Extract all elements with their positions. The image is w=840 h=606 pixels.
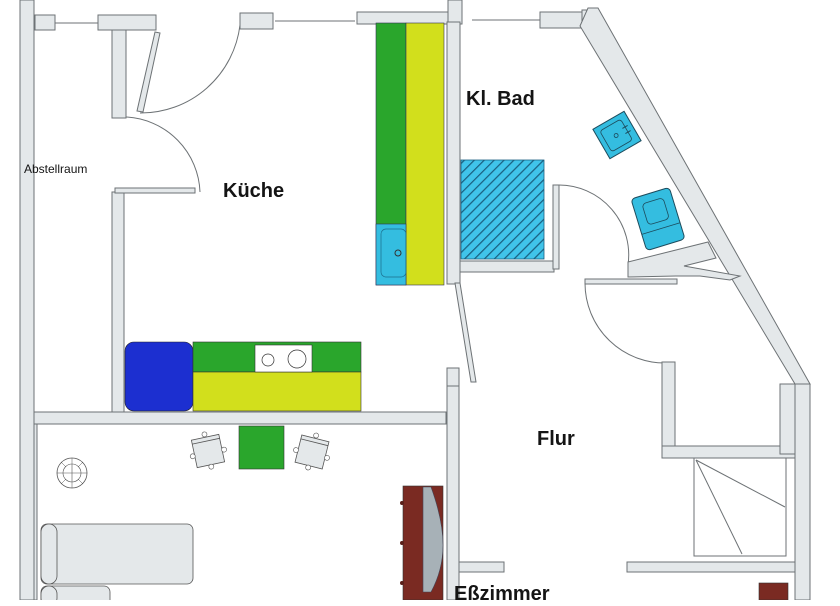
window-stub	[97, 14, 157, 31]
wall-niche-right	[779, 383, 796, 455]
door-arc	[139, 24, 241, 114]
dining-chair-right	[293, 432, 330, 471]
wall-left-outer	[19, 0, 35, 600]
room-label-flur: Flur	[537, 428, 575, 450]
window-stub	[539, 11, 583, 29]
wall-top-stub	[447, 0, 463, 25]
wardrobe	[693, 457, 787, 557]
door-arc	[584, 282, 669, 364]
door-arc	[558, 184, 630, 266]
bathroom-fixtures	[460, 110, 685, 260]
wall-top-middle	[356, 11, 458, 25]
sink-basin-icon	[380, 228, 407, 278]
wall-bath-lower	[459, 260, 555, 273]
dining-fixtures	[40, 425, 789, 600]
burner-icon	[261, 353, 275, 367]
room-label-esszimmer: Eßzimmer	[454, 583, 550, 605]
door-leaf	[136, 31, 161, 113]
door-arc	[125, 116, 201, 193]
kitchen-fixtures	[124, 22, 445, 412]
door-leaf	[552, 184, 560, 270]
room-label-kueche: Küche	[223, 180, 285, 202]
kitchen-sink	[375, 223, 407, 286]
sideboard	[400, 485, 444, 600]
window-stub	[34, 14, 56, 31]
wall-kitchen-dining	[33, 411, 447, 425]
wall-dining-flur	[446, 383, 460, 600]
door-leaf	[114, 187, 196, 194]
fridge	[124, 341, 194, 412]
toilet	[631, 187, 685, 251]
dining-table	[238, 425, 285, 470]
sofa	[40, 523, 194, 600]
washbasin	[592, 110, 642, 160]
wall-bath-flur	[627, 241, 742, 281]
drain-icon	[394, 249, 402, 257]
wall-dining-stub	[458, 561, 505, 573]
wall-kitchen-bath	[446, 21, 461, 285]
room-label-abstellraum: Abstellraum	[24, 162, 88, 176]
wall-right-outer	[794, 383, 811, 600]
round-stool	[56, 457, 88, 489]
tall-cabinets-yellow	[405, 22, 445, 286]
kitchen-counter	[192, 371, 362, 412]
window-stub	[239, 12, 274, 30]
door-leaf	[454, 282, 477, 383]
wall-inner-edge	[33, 423, 38, 600]
wall-abstellraum-upper	[111, 29, 127, 119]
stove-cooktop	[254, 344, 313, 373]
burner-icon	[287, 349, 307, 369]
wall-flur-niche	[661, 445, 796, 459]
door-leaf	[584, 278, 678, 285]
wall-flur-inner	[661, 361, 676, 447]
wall-stub	[446, 367, 460, 387]
wall-right-diagonal	[579, 7, 811, 385]
room-label-kl-bad: Kl. Bad	[466, 88, 535, 110]
wall-abstellraum-lower	[111, 191, 125, 413]
cabinet-corner	[758, 582, 789, 600]
dining-chair-left	[189, 431, 227, 470]
walls	[19, 0, 811, 600]
wall-flur-bottom	[626, 561, 796, 573]
shower	[460, 159, 545, 260]
